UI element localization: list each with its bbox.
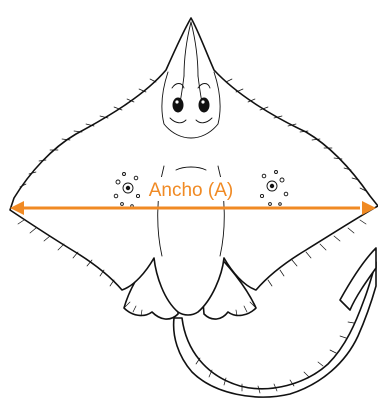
width-label: Ancho (A) xyxy=(149,180,233,201)
ray-disc xyxy=(10,18,378,315)
